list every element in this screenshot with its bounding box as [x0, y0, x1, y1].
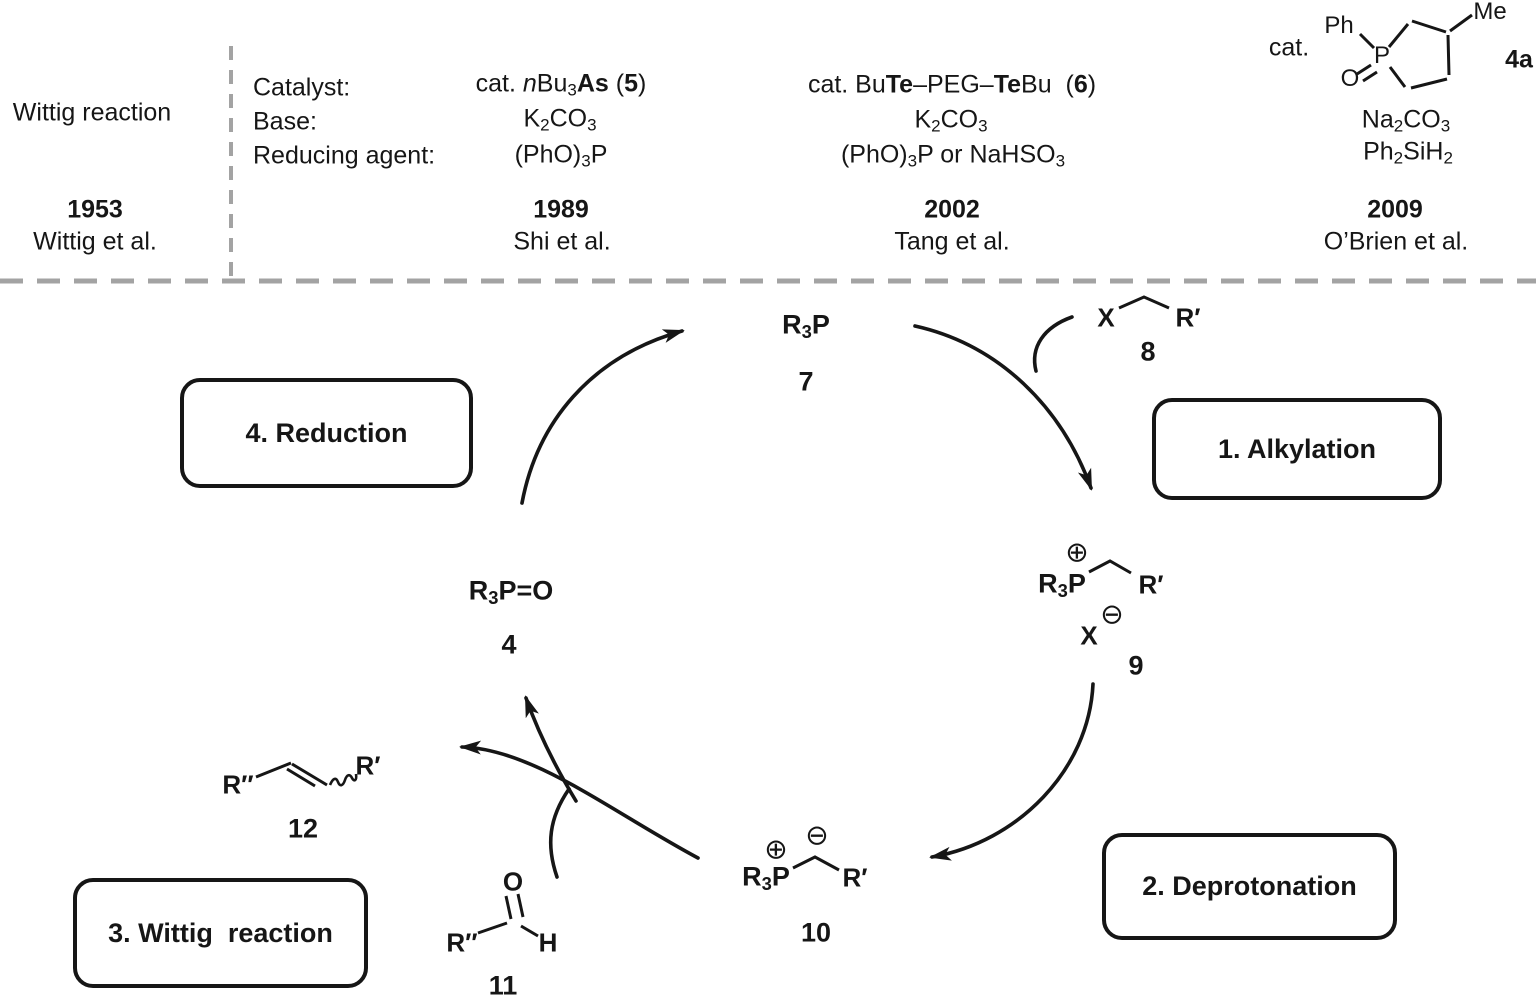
bond-compound-8 — [1118, 295, 1170, 310]
bond-aldehyde — [477, 893, 539, 938]
col2-base: K2CO3 — [914, 105, 988, 136]
species-12-rdoubleprime-label: R″ — [222, 769, 254, 800]
species-8-x-label: X — [1097, 302, 1115, 333]
step-label-alkylation: 1. Alkylation — [1217, 433, 1377, 464]
structure-4a-p-label: P — [1373, 42, 1391, 69]
bond-alkene — [255, 761, 328, 788]
arrow-7-to-9 — [913, 324, 1093, 491]
col3-base: Na2CO3 — [1361, 105, 1451, 136]
col1-reducing-agent: (PhO)3P — [514, 140, 608, 171]
species-11-rdoubleprime-label: R″ — [446, 927, 478, 958]
origin-authors: Wittig et al. — [33, 227, 157, 256]
step-label-wittig-reaction: 3. Wittig reaction — [108, 917, 333, 948]
species-9-number: 9 — [1128, 650, 1144, 681]
bond-structure-4a — [1356, 13, 1473, 90]
species-10-number: 10 — [800, 917, 832, 948]
divider-lines — [0, 46, 1536, 284]
species-12-number: 12 — [287, 813, 319, 844]
minus-charge-icon: ⊖ — [805, 818, 829, 852]
species-9-rprime-label: R′ — [1138, 569, 1164, 600]
species-10-formula: R3P — [742, 861, 790, 894]
step-label-reduction: 4. Reduction — [245, 417, 408, 448]
structure-4a-o-label: O — [1340, 65, 1360, 92]
col3-year: 2009 — [1367, 195, 1423, 224]
bond-alkene-squiggle — [328, 773, 358, 787]
cycle-arrows — [459, 315, 1095, 879]
row-label-catalyst: Catalyst: — [253, 73, 351, 102]
minus-charge-icon: ⊖ — [1100, 597, 1124, 631]
species-8-number: 8 — [1140, 336, 1156, 367]
structure-4a-ph-label: Ph — [1324, 12, 1354, 39]
col3-cat-label: cat. — [1268, 33, 1310, 62]
plus-charge-icon: ⊕ — [1065, 535, 1089, 569]
species-10-rprime-label: R′ — [842, 862, 868, 893]
species-9-counterion-label: X — [1080, 620, 1098, 651]
row-label-base: Base: — [253, 107, 317, 136]
step-box-wittig-reaction: 3. Wittig reaction — [73, 878, 368, 988]
col1-authors: Shi et al. — [513, 227, 611, 256]
species-8-rprime-label: R′ — [1175, 302, 1201, 333]
arrow-4-to-7 — [520, 329, 685, 505]
col2-authors: Tang et al. — [894, 227, 1010, 256]
step-box-deprotonation: 2. Deprotonation — [1102, 833, 1397, 940]
step-box-reduction: 4. Reduction — [180, 378, 473, 488]
structure-4a-me-label: Me — [1473, 0, 1507, 25]
col2-catalyst: cat. BuTe–PEG–TeBu (6) — [807, 70, 1097, 99]
chemical-bonds — [255, 13, 1473, 938]
col3-reducing-agent: Ph2SiH2 — [1363, 137, 1453, 168]
species-4-number: 4 — [501, 629, 517, 660]
col3-authors: O’Brien et al. — [1323, 227, 1469, 256]
species-11-h-label: H — [538, 927, 558, 958]
step-label-deprotonation: 2. Deprotonation — [1142, 871, 1357, 901]
species-9-formula: R3P — [1038, 568, 1086, 601]
compound-4a-number: 4a — [1505, 45, 1533, 74]
arrow-9-to-10 — [929, 682, 1095, 861]
step-box-alkylation: 1. Alkylation — [1152, 398, 1442, 500]
col2-year: 2002 — [924, 195, 980, 224]
origin-year: 1953 — [67, 195, 123, 224]
bond-compound-9 — [1088, 559, 1132, 575]
arrow-11-merge — [548, 787, 571, 879]
plus-charge-icon: ⊕ — [764, 832, 788, 866]
species-12-rprime-label: R′ — [355, 750, 381, 781]
arrow-10-to-12 — [459, 740, 700, 860]
species-7-formula: R3P — [782, 309, 830, 342]
row-label-reducing-agent: Reducing agent: — [253, 141, 436, 170]
col2-reducing-agent: (PhO)3P or NaHSO3 — [840, 140, 1066, 171]
bond-compound-10 — [792, 855, 840, 872]
col1-year: 1989 — [533, 195, 589, 224]
species-4-formula: R3P=O — [468, 575, 554, 608]
col1-base: K2CO3 — [523, 104, 597, 135]
arrow-to-4 — [524, 695, 578, 803]
species-7-number: 7 — [798, 366, 814, 397]
species-11-number: 11 — [488, 970, 518, 1000]
reaction-title: Wittig reaction — [12, 98, 172, 127]
arrow-8-merge — [1032, 315, 1074, 373]
species-11-o-label: O — [502, 866, 524, 897]
col1-catalyst: cat. nBu3As (5) — [475, 69, 647, 100]
